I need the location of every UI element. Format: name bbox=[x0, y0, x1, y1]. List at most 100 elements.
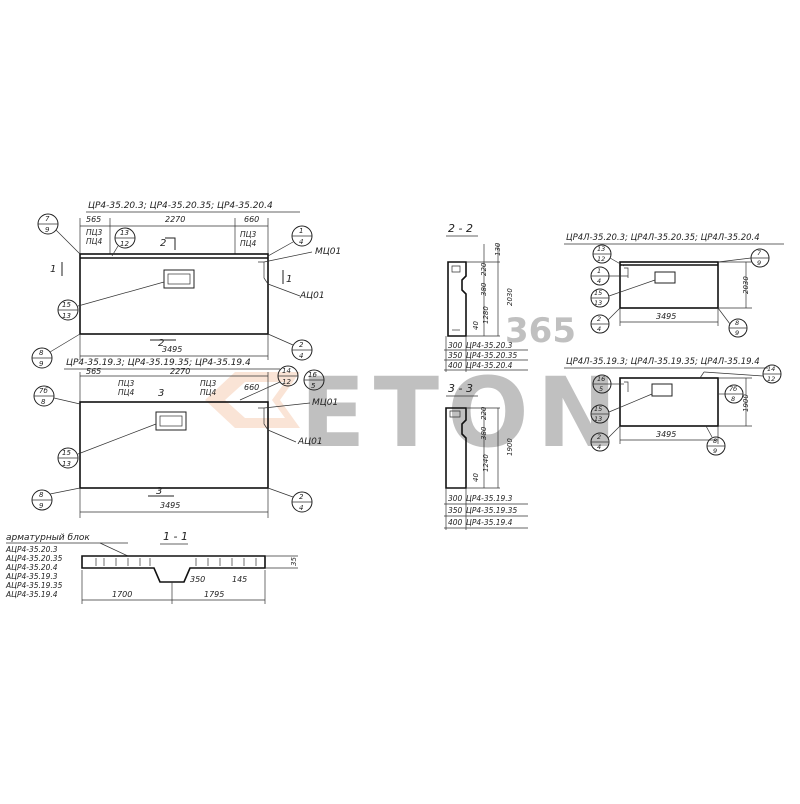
dim-1795: 1795 bbox=[204, 590, 224, 599]
callout-bottom: 12 bbox=[120, 240, 129, 248]
watermark-logo-icon bbox=[205, 372, 300, 428]
callout-top: 16 bbox=[597, 375, 605, 383]
panel-top-right: ЦР4Л-35.20.3; ЦР4Л-35.20.35; ЦР4Л-35.20.… bbox=[564, 233, 784, 338]
label-pts4-right: ПЦ4 bbox=[200, 388, 216, 397]
callout-bottom: 12 bbox=[767, 375, 775, 383]
size-table: 300 ЦР4-35.19.3 350 ЦР4-35.19.35 400 ЦР4… bbox=[444, 494, 528, 529]
callout-top: 7б bbox=[39, 387, 48, 395]
table-cell: ЦР4-35.19.3 bbox=[466, 494, 513, 503]
table-cell: ЦР4-35.20.3 bbox=[466, 341, 513, 350]
callout-top: 7б bbox=[729, 385, 737, 393]
label-pts4-right: ПЦ4 bbox=[240, 239, 256, 248]
callout-top: 8 bbox=[713, 437, 717, 445]
table-cell: ЦР4-35.19.35 bbox=[466, 506, 517, 515]
dim-1280: 1280 bbox=[482, 306, 490, 324]
callout-bottom: 5 bbox=[599, 385, 603, 393]
section-mark-1-left: 1 bbox=[50, 264, 56, 275]
callout-bottom: 4 bbox=[299, 504, 303, 512]
dim-3495: 3495 bbox=[656, 312, 676, 321]
block-item: АЦР4-35.20.3 bbox=[5, 545, 58, 554]
label-pts4: ПЦ4 bbox=[86, 237, 102, 246]
dim-660: 660 bbox=[244, 383, 259, 392]
rebar-marks bbox=[95, 558, 257, 566]
block-item: АЦР4-35.19.4 bbox=[5, 590, 58, 599]
block-item: АЦР4-35.19.35 bbox=[5, 581, 63, 590]
watermark: ETON 365 bbox=[205, 311, 625, 469]
dim-565: 565 bbox=[86, 367, 101, 376]
callout-bottom: 4 bbox=[597, 443, 601, 451]
dim-145: 145 bbox=[232, 575, 247, 584]
panel-top-left: ЦР4-35.20.3; ЦР4-35.20.35; ЦР4-35.20.4 5… bbox=[31, 201, 341, 369]
table-cell: 350 bbox=[448, 506, 463, 515]
table-cell: ЦР4-35.19.4 bbox=[466, 518, 513, 527]
dim-1700: 1700 bbox=[112, 590, 132, 599]
callout-top: 8 bbox=[39, 491, 44, 499]
callout-top: 16 bbox=[308, 371, 317, 379]
block-item: АЦР4-35.20.4 bbox=[5, 563, 58, 572]
callout-top: 2 bbox=[299, 341, 304, 349]
callout-bottom: 5 bbox=[311, 382, 316, 390]
section-mark-1-right: 1 bbox=[286, 274, 292, 285]
dim-3495: 3495 bbox=[162, 345, 182, 354]
callout-bottom: 13 bbox=[62, 460, 71, 468]
table-cell: ЦР4-35.20.35 bbox=[466, 351, 517, 360]
dim-380: 380 bbox=[480, 282, 488, 296]
callout-bottom: 4 bbox=[299, 238, 303, 246]
watermark-badge: 365 bbox=[505, 311, 576, 351]
dim-350: 350 bbox=[190, 575, 205, 584]
dim-220: 220 bbox=[480, 262, 488, 276]
table-cell: ЦР4-35.20.4 bbox=[466, 361, 513, 370]
label-mts01: МЦ01 bbox=[315, 247, 341, 257]
section-mark-3-bottom: 3 bbox=[156, 486, 162, 497]
callout-top: 2 bbox=[597, 433, 601, 441]
callout-bottom: 9 bbox=[39, 502, 44, 510]
label-pts3-right: ПЦ3 bbox=[200, 379, 216, 388]
section-1-1: арматурный блок АЦР4-35.20.3 АЦР4-35.20.… bbox=[5, 530, 298, 604]
callout-bottom: 4 bbox=[597, 325, 601, 333]
section-title: 1 - 1 bbox=[163, 530, 188, 543]
dim-2030: 2030 bbox=[506, 288, 514, 306]
section-2-2: 2 - 2 130 220 380 1280 40 2030 300 ЦР4-3… bbox=[444, 222, 528, 372]
callout-top: 14 bbox=[767, 365, 775, 373]
watermark-text: ETON bbox=[300, 357, 625, 469]
dim-2270: 2270 bbox=[165, 215, 185, 224]
callout-top: 1 bbox=[299, 227, 303, 235]
callout-top: 2 bbox=[597, 315, 601, 323]
block-items: АЦР4-35.20.3 АЦР4-35.20.35 АЦР4-35.20.4 … bbox=[5, 545, 63, 599]
panel-title: ЦР4-35.19.3; ЦР4-35.19.35; ЦР4-35.19.4 bbox=[66, 358, 251, 368]
dim-660: 660 bbox=[244, 215, 259, 224]
panel-bottom-right: ЦР4Л-35.19.3; ЦР4Л-35.19.35; ЦР4Л-35.19.… bbox=[564, 357, 782, 456]
block-item: АЦР4-35.19.3 bbox=[5, 572, 58, 581]
panel-bottom-left: ЦР4-35.19.3; ЦР4-35.19.35; ЦР4-35.19.4 5… bbox=[31, 358, 338, 518]
table-cell: 350 bbox=[448, 351, 463, 360]
dim-220: 220 bbox=[480, 406, 488, 420]
label-pts3-right: ПЦ3 bbox=[240, 230, 256, 239]
callout-top: 13 bbox=[597, 245, 605, 253]
dim-35: 35 bbox=[290, 557, 298, 566]
callout-top: 8 bbox=[735, 319, 739, 327]
label-ats01: АЦ01 bbox=[299, 291, 325, 301]
dim-1900: 1900 bbox=[506, 438, 514, 456]
callout-bottom: 9 bbox=[735, 329, 739, 337]
label-mts01: МЦ01 bbox=[312, 398, 338, 408]
section-mark-2-top: 2 bbox=[160, 238, 166, 249]
section-mark-2-bottom: 2 bbox=[158, 338, 164, 349]
callout-bottom: 9 bbox=[39, 360, 44, 368]
label-ats01: АЦ01 bbox=[297, 437, 323, 447]
label-pts4: ПЦ4 bbox=[118, 388, 134, 397]
dim-1900: 1900 bbox=[742, 394, 750, 412]
dim-2030: 2030 bbox=[742, 276, 750, 294]
callout-bottom: 8 bbox=[41, 398, 46, 406]
callout-top: 14 bbox=[282, 367, 291, 375]
block-item: АЦР4-35.20.35 bbox=[5, 554, 63, 563]
section-3-3: 3 - 3 220 380 1240 40 1900 300 ЦР4-35.19… bbox=[444, 382, 528, 530]
callout-bottom: 9 bbox=[713, 447, 717, 455]
dim-380: 380 bbox=[480, 426, 488, 440]
callout-top: 7 bbox=[45, 215, 50, 223]
callout-top: 1 bbox=[597, 267, 601, 275]
dim-130: 130 bbox=[494, 242, 502, 256]
callout-top: 15 bbox=[62, 449, 71, 457]
callout-bottom: 12 bbox=[282, 378, 291, 386]
callout-top: 15 bbox=[62, 301, 71, 309]
callout-bottom: 8 bbox=[731, 395, 735, 403]
